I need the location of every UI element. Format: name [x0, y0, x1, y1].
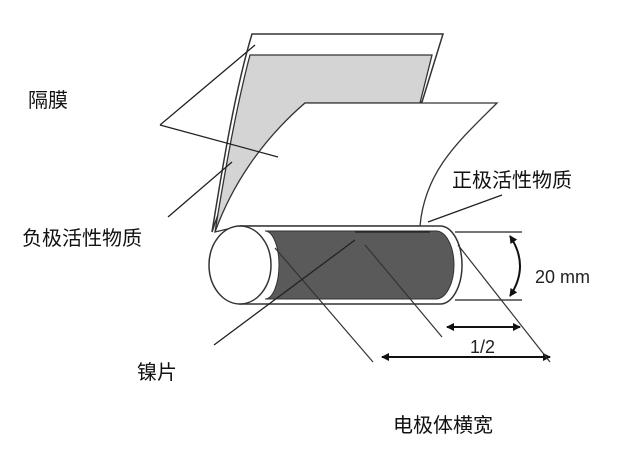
diameter-value: 20 mm [535, 267, 591, 287]
negative-leader [167, 161, 233, 218]
diameter-arrow [509, 235, 521, 297]
nickel-leader [213, 239, 356, 346]
separator-leader [159, 124, 279, 158]
half-value: 1/2 [470, 337, 496, 357]
separator-leader [159, 44, 256, 126]
electrode-width-label: 电极体横宽 [393, 413, 493, 437]
positive-leader [427, 194, 503, 223]
nickel-tab-label: 镍片 [137, 360, 177, 384]
roll-end-cap [208, 225, 272, 305]
positive-electrode-band [264, 230, 455, 300]
positive-active-label: 正极活性物质 [452, 168, 572, 192]
separator-label: 隔膜 [28, 88, 68, 112]
negative-active-label: 负极活性物质 [22, 226, 142, 250]
